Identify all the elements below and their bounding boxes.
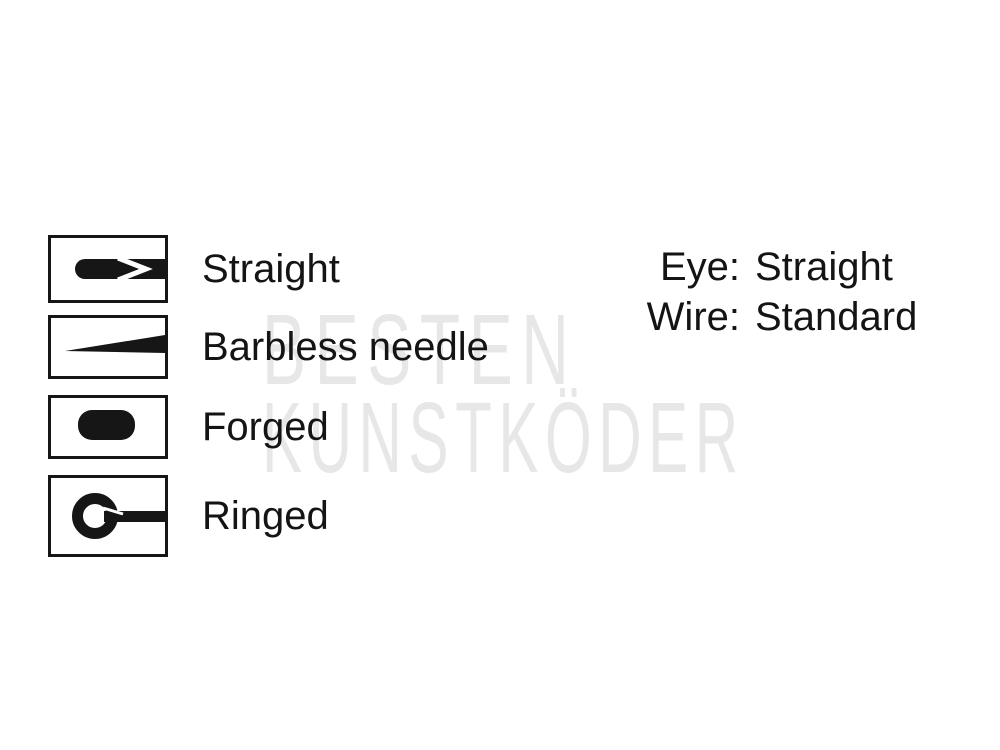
legend-box bbox=[48, 395, 168, 459]
legend-row-straight: Straight bbox=[48, 235, 340, 303]
legend-label-forged: Forged bbox=[202, 405, 329, 449]
legend-row-barbless-needle: Barbless needle bbox=[48, 315, 489, 379]
legend-label-ringed: Ringed bbox=[202, 494, 329, 538]
barbless-needle-icon bbox=[65, 335, 165, 353]
straight-point-icon bbox=[75, 255, 165, 283]
spec-block: Eye: Straight Wire: Standard bbox=[615, 245, 918, 339]
ringed-icon bbox=[72, 493, 165, 539]
watermark: BESTEN KUNSTKÖDER bbox=[262, 300, 1000, 488]
spec-label-wire: Wire: bbox=[646, 295, 740, 339]
legend-label-straight: Straight bbox=[202, 247, 340, 291]
spec-value-eye: Straight bbox=[755, 245, 893, 289]
spec-label-eye: Eye: bbox=[659, 245, 740, 289]
watermark-line-1: BESTEN bbox=[262, 294, 578, 406]
legend-row-forged: Forged bbox=[48, 395, 329, 459]
watermark-line-2: KUNSTKÖDER bbox=[262, 382, 745, 494]
legend-box bbox=[48, 315, 168, 379]
legend-row-ringed: Ringed bbox=[48, 475, 329, 557]
spec-value-wire: Standard bbox=[755, 295, 918, 339]
legend-label-barbless-needle: Barbless needle bbox=[202, 325, 489, 369]
legend-box bbox=[48, 475, 168, 557]
legend-box bbox=[48, 235, 168, 303]
forged-icon bbox=[78, 410, 135, 440]
